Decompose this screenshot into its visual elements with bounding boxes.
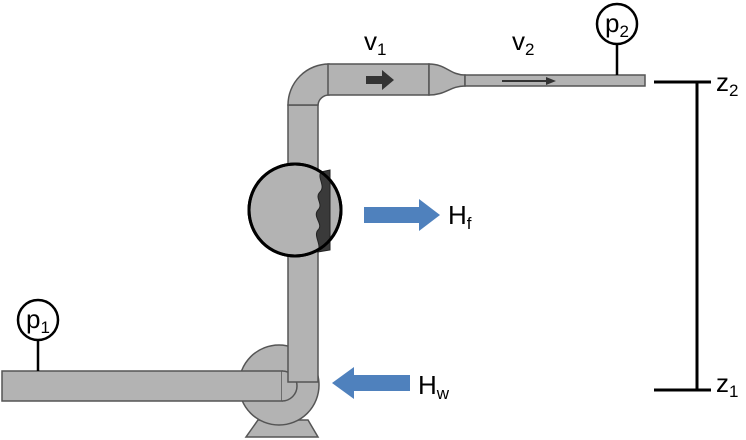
inlet-pipe [1,370,283,402]
label-hf-main: H [448,200,467,230]
label-v1-sub: 1 [377,40,386,59]
label-v2-main: v [512,26,525,56]
label-z1-sub: 1 [729,382,738,401]
pipe-elbow [287,63,330,106]
label-p2: p2 [605,8,629,41]
pipe-reducer [428,63,466,96]
label-z1-main: z [716,368,729,398]
label-hw-main: H [418,370,437,400]
pipe-section-v2 [464,74,646,87]
label-p1-main: p [26,304,40,334]
flow-arrow-v2-head [546,77,556,85]
gauge-p2 [595,2,639,46]
label-z1: z1 [716,368,738,401]
label-hf-sub: f [467,214,472,233]
magnified-wall-outline [247,162,343,258]
wall-roughness [315,169,331,253]
pipe-section-v1 [327,63,430,96]
label-p1-sub: 1 [40,318,49,337]
label-z2-main: z [716,67,729,97]
label-z2-sub: 2 [729,81,738,100]
label-v1: v1 [364,26,386,59]
gauge-p1 [16,298,60,342]
friction-loss-arrow [364,199,440,231]
flow-arrow-v1 [366,70,394,90]
label-hw: Hw [418,370,450,403]
label-hw-sub: w [436,384,450,403]
label-hf: Hf [448,200,472,233]
label-p1: p1 [26,304,50,337]
label-p2-sub: 2 [619,22,628,41]
label-p2-main: p [605,8,619,38]
pump-work-arrow [332,367,410,399]
label-v2-sub: 2 [525,40,534,59]
label-z2: z2 [716,67,738,100]
label-v1-main: v [364,26,377,56]
label-v2: v2 [512,26,534,59]
